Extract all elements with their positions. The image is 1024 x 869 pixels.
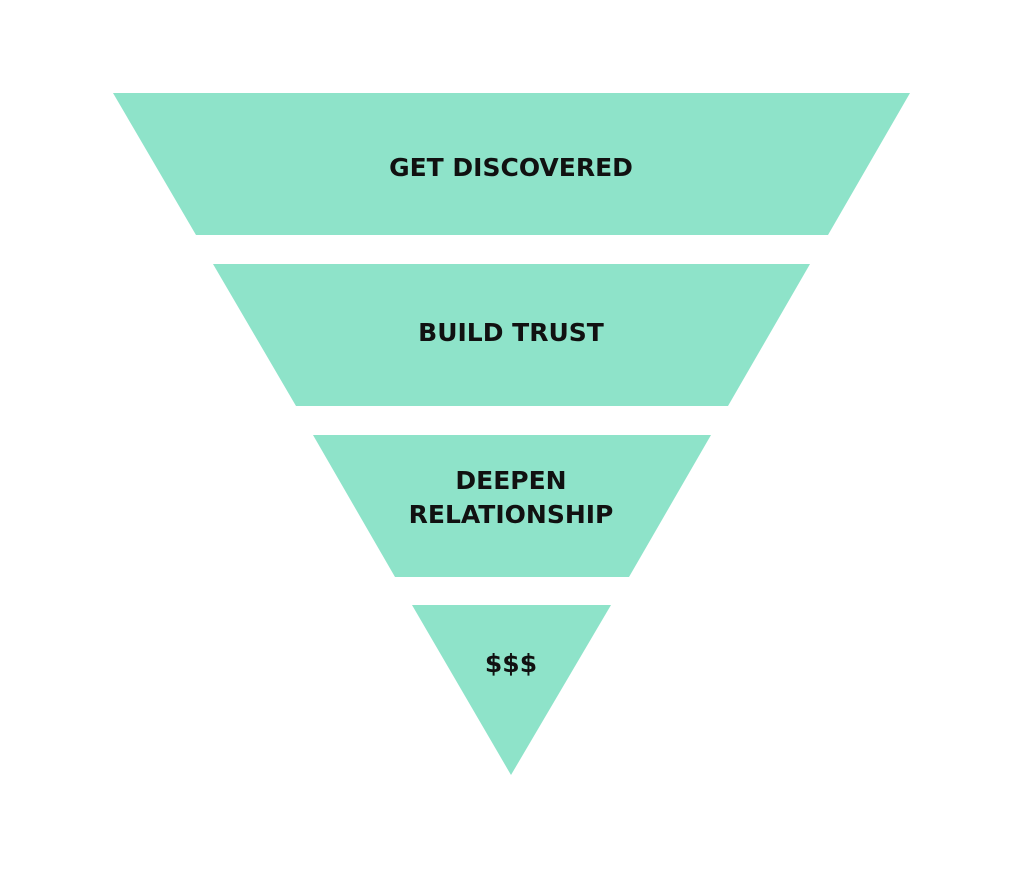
funnel-stage-3-label-line-2: RELATIONSHIP — [409, 500, 614, 529]
funnel-stage-4-shape — [412, 605, 611, 775]
funnel-stage-4-label: $$$ — [485, 649, 537, 678]
funnel-stage-1-shape — [113, 93, 910, 235]
funnel-stage-2-label: BUILD TRUST — [418, 318, 604, 347]
funnel-stage-deepen-relationship: DEEPEN RELATIONSHIP — [313, 435, 711, 577]
funnel-stage-3-shape — [313, 435, 711, 577]
funnel-stage-3-label-line-1: DEEPEN — [455, 466, 566, 495]
funnel-stage-2-shape — [213, 264, 810, 406]
funnel-stage-1-label: GET DISCOVERED — [389, 153, 633, 182]
funnel-stage-get-discovered: GET DISCOVERED — [113, 93, 910, 235]
funnel-stage-money: $$$ — [412, 605, 611, 775]
funnel-stage-build-trust: BUILD TRUST — [213, 264, 810, 406]
